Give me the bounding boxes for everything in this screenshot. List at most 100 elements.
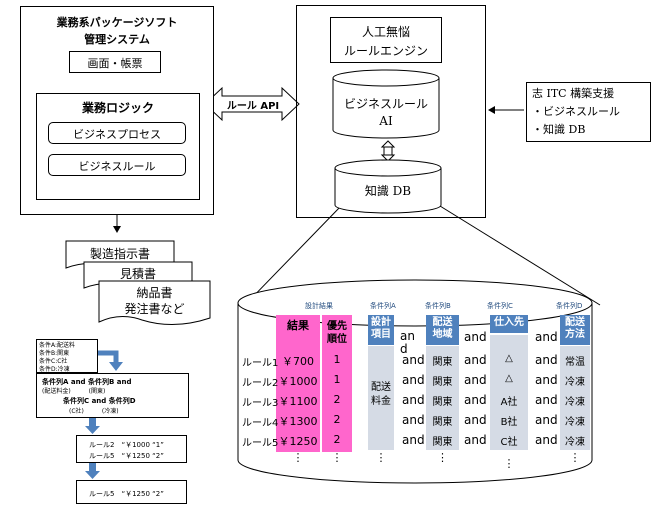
group-header-design-result: 設計結果 <box>305 302 333 310</box>
rule-supplier: B社 <box>500 417 518 428</box>
rule-method: 冷凍 <box>565 417 585 428</box>
and-a: and <box>402 393 425 407</box>
rule-area: 関東 <box>432 437 453 448</box>
expression-line2: 条件列C and 条件列D <box>63 397 136 405</box>
rule-supplier: A社 <box>500 397 518 408</box>
rule-name: ルール1 <box>242 358 279 369</box>
rule-result: ￥700 <box>282 355 314 368</box>
rule-area: 関東 <box>432 397 453 408</box>
rule-name: ルール2 <box>242 378 279 389</box>
ellipsis-b: ⋮ <box>437 451 448 464</box>
rule-area: 関東 <box>432 417 453 428</box>
rule-ai-label-line2: AI <box>379 114 393 128</box>
doc-delivery-note: 納品書 <box>136 286 173 300</box>
business-rule-box: ビジネスルール <box>48 154 186 176</box>
header-and-a-split2: d <box>400 342 408 356</box>
header-and-b: and <box>464 330 487 344</box>
knowledge-db-cylinder <box>334 159 442 214</box>
rule-method: 常温 <box>565 357 585 368</box>
zoom-line-left <box>244 205 342 306</box>
rule-engine-box: 人工無悩 ルールエンジン <box>296 5 486 218</box>
engine-title-line2: ルールエンジン <box>343 44 428 58</box>
flow-down-arrow-2 <box>85 471 100 479</box>
and-a: and <box>402 373 425 387</box>
group-header-condition-b: 条件列B <box>425 302 451 310</box>
col-header-delivery-area: 配送 地域 <box>426 315 459 345</box>
and-a: and <box>402 413 425 427</box>
itc-support-box: 志 ITC 構築支援 ・ビジネスルール ・知識 DB <box>526 82 651 142</box>
col-header-priority-2: 順位 <box>327 334 347 345</box>
expression-line2-sub: (C社) (冷凍) <box>69 408 119 415</box>
rule-result: ￥1300 <box>278 415 318 428</box>
col-header-delivery-method: 配送 方法 <box>560 315 590 345</box>
document-stack <box>65 240 211 326</box>
rule-api-label: ルール API <box>226 101 280 112</box>
result-column <box>276 315 320 452</box>
and-c: and <box>535 373 558 387</box>
doc-manufacturing-order: 製造指示書 <box>89 247 150 261</box>
col-header-result: 結果 <box>287 319 309 332</box>
rule-supplier: △ <box>505 353 513 364</box>
delivery-method-column <box>560 346 590 450</box>
header-and-a-split1: an <box>400 329 415 343</box>
and-c: and <box>535 433 558 447</box>
engine-title-box: 人工無悩 ルールエンジン <box>330 17 442 63</box>
doc-purchase-order: 発注書など <box>124 302 185 316</box>
design-item-value-1: 配送 <box>371 382 391 393</box>
delivery-area-column <box>426 346 459 450</box>
and-c: and <box>535 353 558 367</box>
and-b: and <box>464 373 487 387</box>
header-and-c: and <box>535 330 558 344</box>
system-title-line2: 管理システム <box>84 33 150 46</box>
api-double-arrow <box>204 86 300 122</box>
rule-ai-label-line1: ビジネスルール <box>343 97 428 111</box>
filter-result-box-2: ルール5 “￥1250 “2” <box>76 480 187 504</box>
condition-a: 条件A:配送料 <box>39 342 76 349</box>
and-b: and <box>464 353 487 367</box>
rule-name: ルール4 <box>242 418 279 429</box>
engine-title-line1: 人工無悩 <box>361 25 410 39</box>
rule-name: ルール3 <box>242 398 279 409</box>
col-a-header-2: 項目 <box>371 329 391 340</box>
rule-area: 関東 <box>432 357 453 368</box>
filter-result-box-1: ルール2 “￥1000 “1” ルール5 “￥1250 “2” <box>76 435 187 463</box>
rule-method: 冷凍 <box>565 397 585 408</box>
col-b-header-1: 配送 <box>432 317 453 328</box>
doc-estimate: 見積書 <box>119 267 156 281</box>
and-b: and <box>464 413 487 427</box>
condition-expression-box: 条件列A and 条件列B and (配送料金) (関東) 条件列C and 条… <box>36 373 189 418</box>
design-item-cell <box>368 346 394 450</box>
rule-method: 冷凍 <box>565 377 585 388</box>
expression-line1-sub: (配送料金) (関東) <box>42 388 106 395</box>
filter-result1-line1: ルール2 “￥1000 “1” <box>89 441 164 449</box>
rule-name: ルール5 <box>242 438 279 449</box>
col-a-header-1: 設計 <box>371 317 391 328</box>
ellipsis-result: ⋮ <box>292 451 304 464</box>
rule-area: 関東 <box>432 377 453 388</box>
group-header-condition-c: 条件列C <box>487 302 513 310</box>
system-title-line1: 業務系パッケージソフト <box>56 16 178 29</box>
support-line1: 志 ITC 構築支援 <box>532 87 615 100</box>
rule-ai-cylinder <box>332 69 440 139</box>
screen-report-box: 画面・帳票 <box>69 51 161 73</box>
rule-priority: 1 <box>333 373 341 386</box>
condition-c: 条件C:C社 <box>39 358 68 365</box>
expression-line1: 条件列A and 条件列B and <box>42 378 132 386</box>
rule-method: 冷凍 <box>565 437 585 448</box>
and-a: and <box>402 433 425 447</box>
business-logic-box: 業務ロジック ビジネスプロセス ビジネスルール <box>36 93 200 200</box>
rule-priority: 2 <box>333 393 341 406</box>
support-line2: ・ビジネスルール <box>532 105 620 118</box>
rule-priority: 2 <box>333 433 341 446</box>
condition-d: 条件D:冷凍 <box>39 366 70 373</box>
flow-down-arrow-1 <box>85 426 100 434</box>
design-item-value-2: 料金 <box>371 396 391 407</box>
business-logic-title: 業務ロジック <box>81 101 154 115</box>
flow-bent-arrow <box>97 350 119 363</box>
ellipsis-priority: ⋮ <box>331 451 343 464</box>
ellipsis-c: ⋮ <box>503 457 515 470</box>
ellipsis-a: ⋮ <box>375 451 387 464</box>
and-b: and <box>464 433 487 447</box>
group-header-condition-a: 条件列A <box>370 302 396 310</box>
filter-result1-line2: ルール5 “￥1250 “2” <box>89 452 164 460</box>
